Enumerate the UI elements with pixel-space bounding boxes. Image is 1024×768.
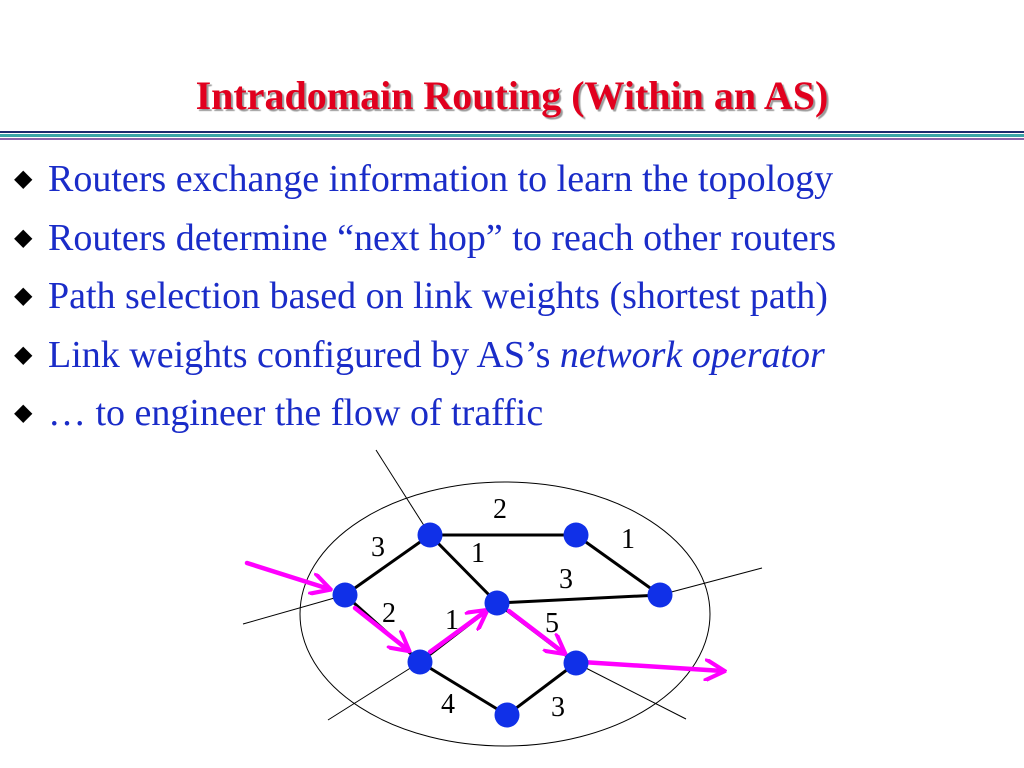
as-boundary [299,481,711,747]
slide-title: Intradomain Routing (Within an AS) [195,73,829,118]
link-C-H [575,533,661,597]
link-weight-label: 1 [621,524,635,555]
incoming-traffic-arrow [244,560,329,589]
bullet-item: ◆ Link weights configured by AS’s network… [14,326,836,385]
path-arrow-E-D [427,611,486,655]
router-node-H [647,582,673,608]
link-A-B [344,533,431,597]
router-node-E [407,649,433,675]
bullet-item: ◆ Path selection based on link weights (s… [14,267,836,326]
bullet-list: ◆ Routers exchange information to learn t… [14,150,836,443]
link-weight-label: 5 [545,608,559,639]
external-link [327,661,421,721]
link-weight-label: 1 [471,538,485,569]
link-D-H [496,593,661,605]
external-link [659,567,763,596]
bullet-item: ◆ Routers determine “next hop” to reach o… [14,209,836,268]
router-node-C [563,522,589,548]
outgoing-traffic-arrow [579,662,723,671]
bullet-text: Routers determine “next hop” to reach ot… [48,216,837,259]
path-arrow-A-E [352,605,408,650]
external-links [242,449,763,721]
bullet-item: ◆ … to engineer the flow of traffic [14,384,836,443]
link-weight-label: 4 [441,689,455,720]
routing-path [244,560,723,671]
link-weight-label: 2 [382,598,396,629]
link-weight-label: 2 [493,494,507,525]
bullet-emphasis: network operator [559,333,825,376]
diamond-bullet-icon: ◆ [14,166,33,192]
diamond-bullet-icon: ◆ [14,400,33,426]
underline-navy [0,131,1024,133]
link-weight-label: 3 [371,532,385,563]
router-node-A [332,582,358,608]
title-underline [0,131,1024,143]
underline-purple [0,138,1024,140]
underline-teal [0,134,1024,137]
diamond-bullet-icon: ◆ [14,224,33,251]
router-node-B [417,522,443,548]
external-link [575,662,687,720]
path-arrow-D-F [506,608,564,653]
link-weight-label: 3 [551,692,565,723]
link-weight-label: 3 [559,564,573,595]
bullet-item: ◆ Routers exchange information to learn t… [14,150,836,209]
bullet-text: … to engineer the flow of traffic [48,392,544,434]
router-node-G [494,702,520,728]
link-G-F [506,661,577,717]
link-weight-label: 1 [445,605,459,636]
link-E-G [419,660,508,717]
bullet-text: Routers exchange information to learn th… [48,158,834,200]
router-node-F [563,650,589,676]
diamond-bullet-icon: ◆ [14,283,33,309]
bullet-text: Link weights configured by AS’s [48,333,560,376]
router-node-D [484,590,510,616]
external-link [242,594,346,625]
bullet-text: Path selection based on link weights (sh… [48,275,828,317]
routers [332,522,673,728]
external-link [375,449,431,536]
link-B-D [428,533,499,605]
diamond-bullet-icon: ◆ [14,341,33,368]
